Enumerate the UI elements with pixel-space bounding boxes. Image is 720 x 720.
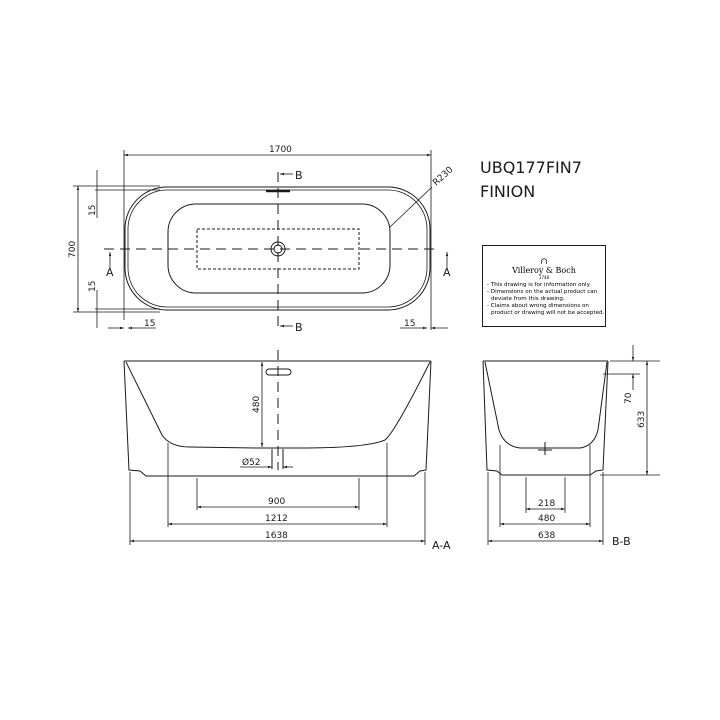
section-aa-label: A-A: [432, 539, 451, 552]
dim-1638: 1638: [265, 531, 288, 541]
section-b-top: B: [295, 169, 303, 182]
dim-70: 70: [624, 392, 634, 404]
note-line: - Claims about wrong dimensions on: [487, 303, 589, 309]
section-b-bottom: B: [295, 321, 303, 334]
height-label: 633: [637, 411, 647, 428]
drain-label: Ø52: [242, 457, 261, 468]
model-code: UBQ177FIN7: [480, 158, 582, 177]
depth-label: 480: [252, 396, 262, 413]
dim-480: 480: [538, 514, 555, 524]
product-name: FINION: [480, 182, 535, 201]
brand-name: Villeroy & Boch: [512, 266, 576, 275]
note-line: - Dimensions on the actual product can: [487, 289, 598, 295]
dim-900: 900: [268, 497, 285, 507]
section-bb-label: B-B: [612, 535, 631, 548]
dim-218: 218: [538, 499, 555, 509]
section-a-left: A: [106, 266, 114, 279]
section-a-right: A: [443, 266, 451, 279]
rim-bottom-label: 15: [88, 281, 98, 292]
length-label: 1700: [269, 145, 292, 155]
note-line: deviate from this drawing.: [491, 296, 565, 302]
section-aa-view: 480 Ø52 900 1212 1638 A-A: [123, 350, 451, 552]
note-line: product or drawing will not be accepted.: [491, 310, 605, 316]
rim-right-label: 15: [404, 319, 415, 329]
radius-label: R230: [431, 165, 455, 188]
top-view: R230 1700 700 15 15 15 15 A A B B: [68, 145, 456, 334]
rim-left-label: 15: [144, 319, 155, 329]
brand-year: 1748: [538, 275, 550, 280]
section-bb-view: 70 633 218 480 638 B-B: [482, 345, 660, 548]
rim-top-label: 15: [88, 205, 98, 216]
brand-arch-icon: ∩: [540, 257, 548, 267]
width-label: 700: [68, 241, 78, 258]
dim-1212: 1212: [265, 514, 288, 524]
disclaimer-box: ∩ Villeroy & Boch 1748 - This drawing is…: [482, 245, 606, 327]
disclaimer-notes: - This drawing is for information only. …: [487, 282, 605, 317]
note-line: - This drawing is for information only.: [487, 282, 591, 288]
dim-638: 638: [538, 531, 555, 541]
brand-logo: ∩ Villeroy & Boch: [483, 257, 605, 276]
